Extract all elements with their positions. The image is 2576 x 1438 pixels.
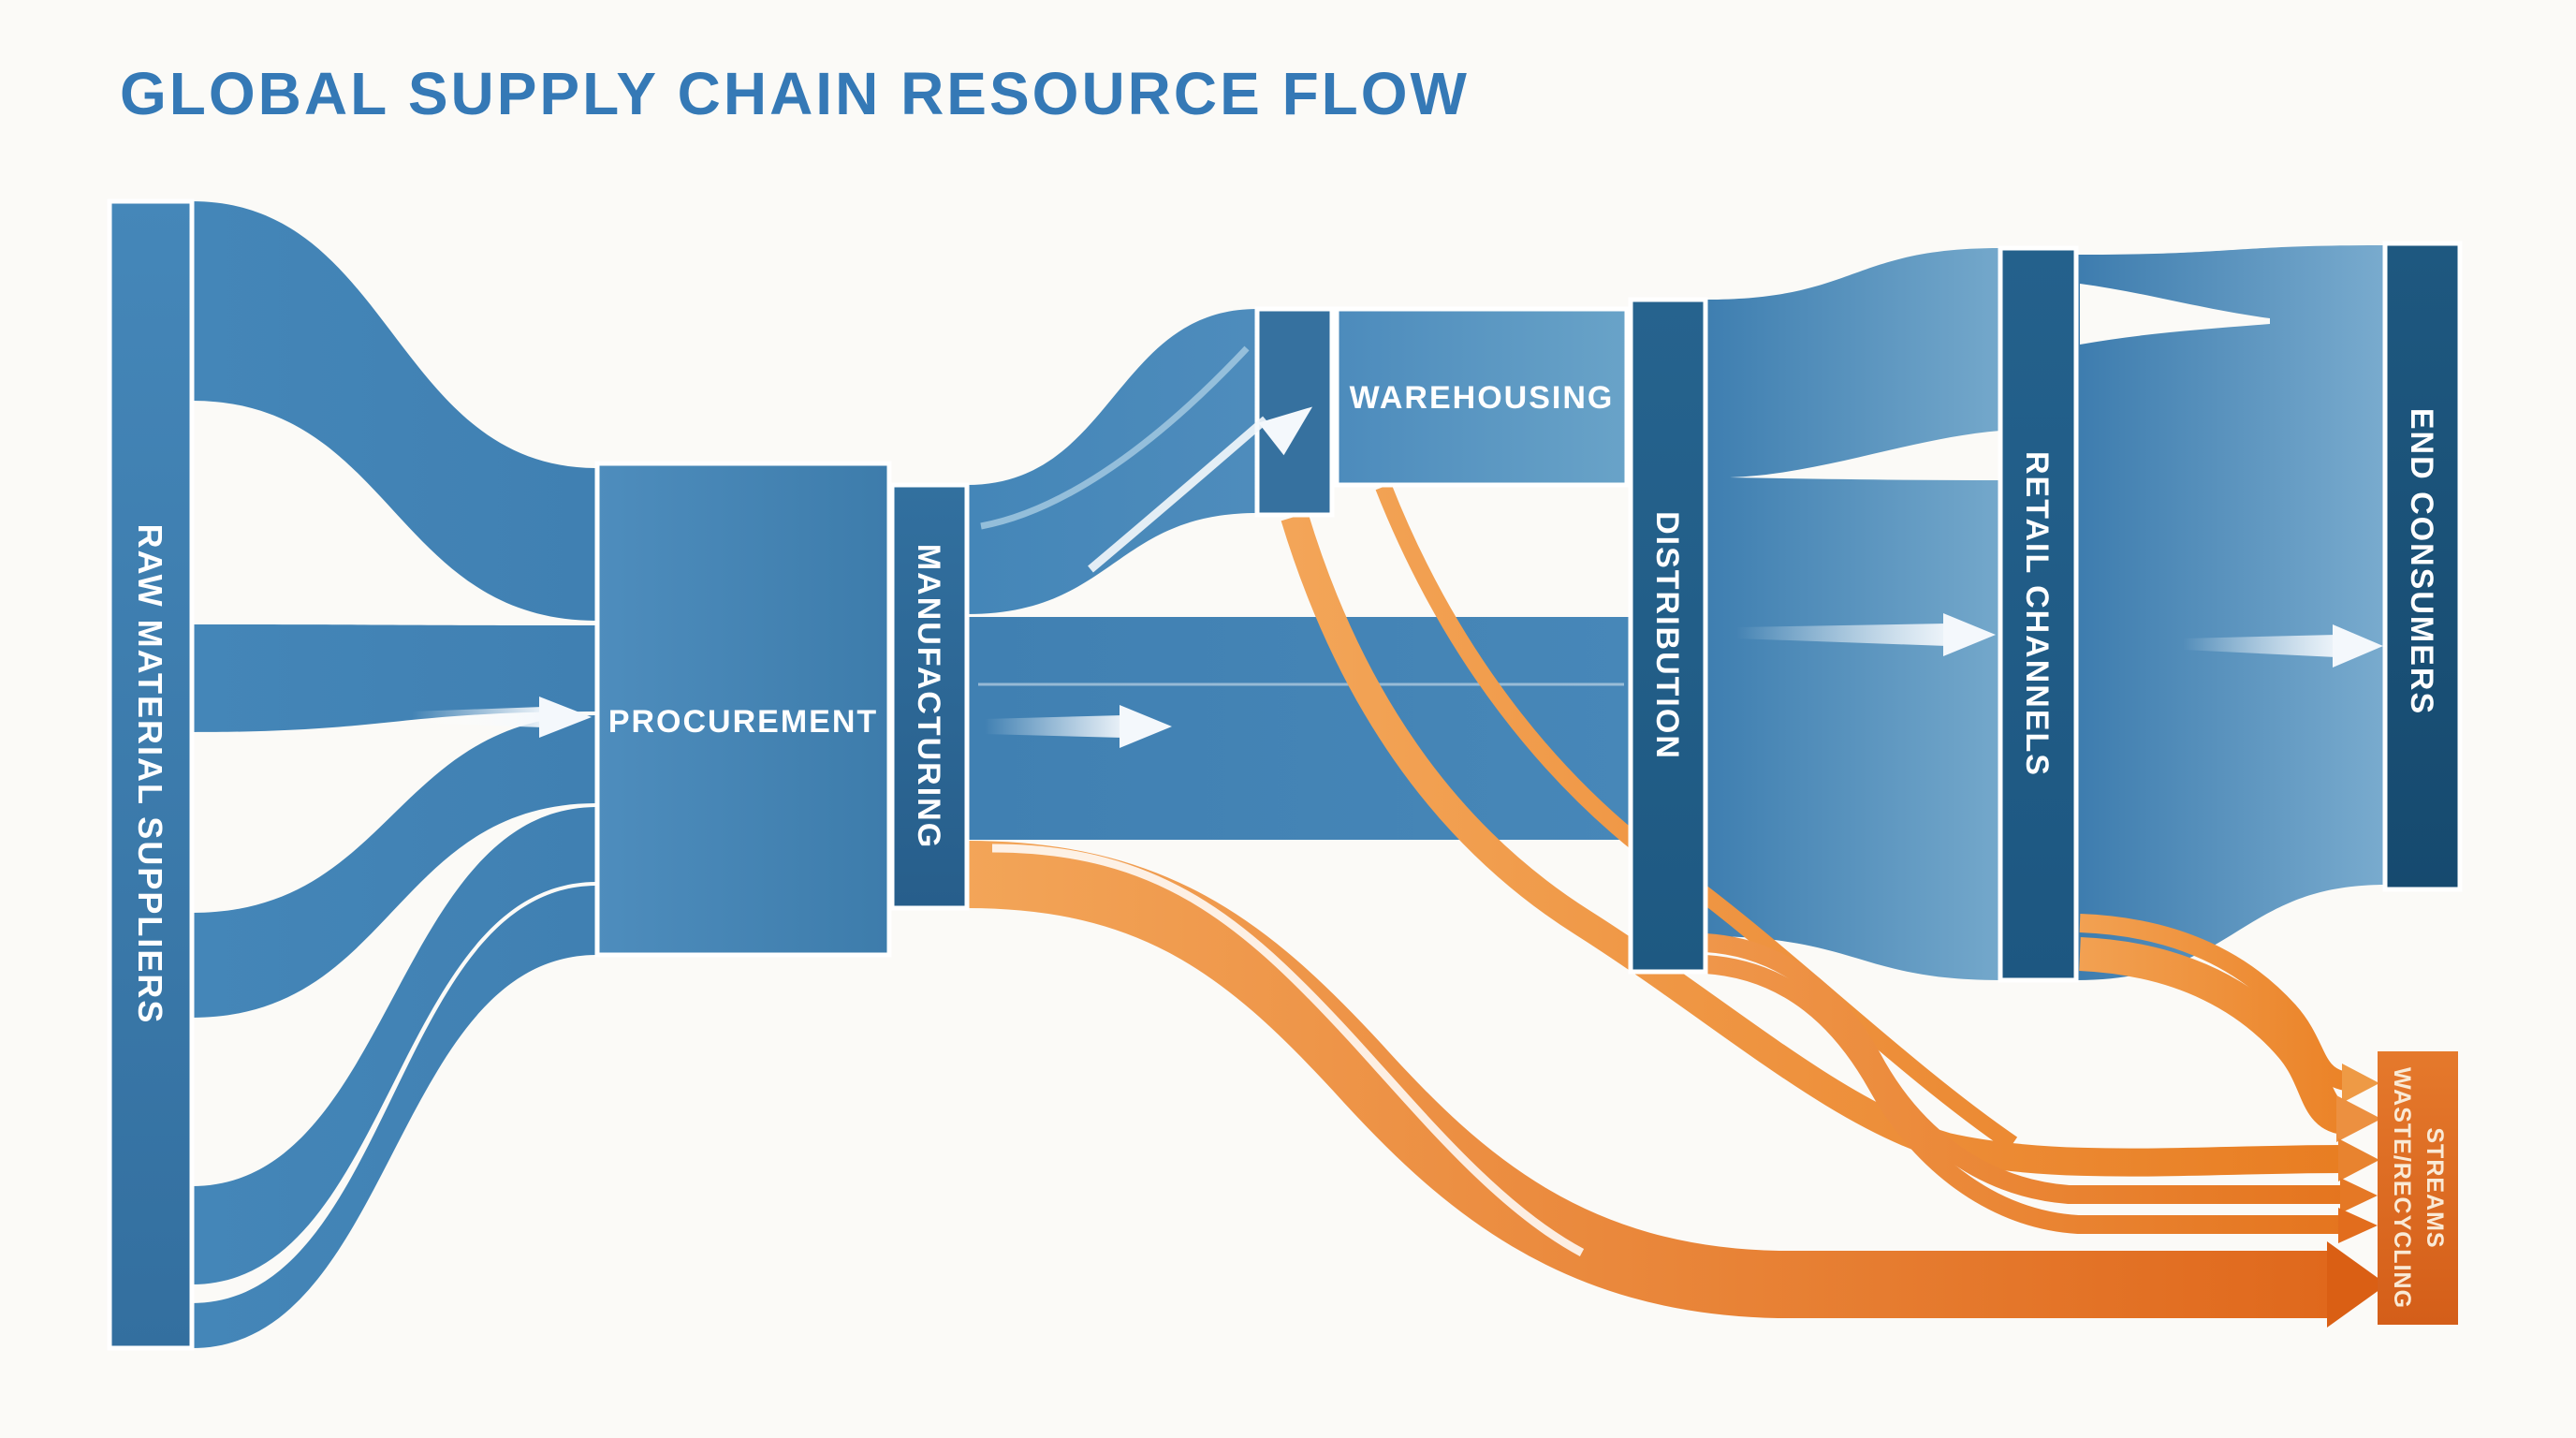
flow-retail-to-end-consumers bbox=[2076, 245, 2385, 980]
flow-arrow-icon bbox=[1120, 705, 1172, 748]
flow-raw-to-procurement-4 bbox=[192, 807, 597, 1284]
nodes bbox=[107, 198, 2463, 1351]
node-raw-material-suppliers bbox=[107, 198, 195, 1351]
flow-arrow-tail bbox=[985, 715, 1123, 738]
node-waste-recycling bbox=[2378, 1051, 2458, 1325]
waste-arrowhead-icon bbox=[2336, 1095, 2381, 1142]
node-label-procurement: PROCUREMENT bbox=[608, 704, 878, 740]
waste-flow-distribution-2 bbox=[1705, 955, 2344, 1234]
flow-arrow-curved-tail bbox=[1088, 416, 1268, 573]
waste-arrowhead-icon bbox=[2327, 1241, 2387, 1328]
waste-arrowhead-icon bbox=[2342, 1064, 2379, 1103]
page-title: GLOBAL SUPPLY CHAIN RESOURCE FLOW bbox=[120, 60, 1470, 127]
flow-raw-to-procurement-2 bbox=[192, 624, 597, 732]
flow-arrow-icon bbox=[539, 697, 592, 738]
node-label-waste-recycling-line2: STREAMS bbox=[2422, 1127, 2448, 1248]
direction-arrows bbox=[412, 345, 2383, 748]
waste-flow-distribution-1 bbox=[1705, 933, 2346, 1204]
waste-flow-retail-main bbox=[2079, 937, 2349, 1135]
flow-manufacturing-to-distribution bbox=[967, 617, 1631, 840]
waste-arrowheads bbox=[2327, 1064, 2387, 1328]
blue-flows bbox=[192, 201, 2385, 1348]
flow-arrow-icon bbox=[1258, 406, 1313, 456]
flow-wedge-retail-end bbox=[2080, 284, 2270, 345]
waste-flow-warehousing-main bbox=[1281, 512, 2345, 1177]
flow-arrow-icon bbox=[1943, 613, 1996, 656]
highlight-swoosh bbox=[980, 345, 1250, 530]
node-label-end-consumers: END CONSUMERS bbox=[2404, 408, 2439, 715]
waste-flows bbox=[966, 483, 2349, 1318]
node-label-distribution: DISTRIBUTION bbox=[1649, 511, 1685, 760]
node-label-warehousing: WAREHOUSING bbox=[1350, 380, 1615, 416]
flow-wedge-distribution-retail bbox=[1730, 431, 2000, 480]
flow-arrow-icon bbox=[2333, 624, 2383, 668]
waste-flow-manufacturing-highlight bbox=[991, 844, 1585, 1256]
flow-arrow-tail bbox=[1736, 624, 1947, 646]
node-manufacturing bbox=[889, 482, 970, 911]
node-warehousing-bar bbox=[1254, 306, 1335, 518]
waste-flow-manufacturing-main bbox=[966, 841, 2336, 1318]
node-retail-channels bbox=[1998, 245, 2079, 983]
flow-arrow-tail bbox=[2183, 635, 2336, 657]
node-procurement bbox=[594, 461, 892, 958]
waste-arrowhead-icon bbox=[2338, 1208, 2378, 1243]
waste-arrowhead-icon bbox=[2338, 1138, 2379, 1181]
node-end-consumers bbox=[2382, 241, 2463, 892]
waste-arrowhead-icon bbox=[2340, 1178, 2378, 1213]
flow-distribution-to-retail bbox=[1705, 248, 2000, 980]
node-label-waste-recycling-line1: WASTE/RECYCLING bbox=[2389, 1067, 2415, 1309]
node-label-manufacturing: MANUFACTURING bbox=[911, 544, 946, 849]
node-label-raw-material-suppliers: RAW MATERIAL SUPPLIERS bbox=[131, 524, 169, 1025]
node-labels: RAW MATERIAL SUPPLIERS PROCUREMENT MANUF… bbox=[131, 380, 2448, 1309]
flow-manufacturing-to-warehousing bbox=[967, 309, 1257, 614]
node-label-retail-channels: RETAIL CHANNELS bbox=[2019, 451, 2055, 777]
node-warehousing-box bbox=[1334, 306, 1630, 488]
flow-raw-to-procurement-5 bbox=[192, 886, 597, 1348]
flow-arrow-tail bbox=[412, 707, 543, 727]
node-distribution bbox=[1628, 297, 1708, 975]
flow-raw-to-procurement-3 bbox=[192, 715, 597, 1018]
flow-raw-to-procurement-1 bbox=[192, 201, 597, 621]
